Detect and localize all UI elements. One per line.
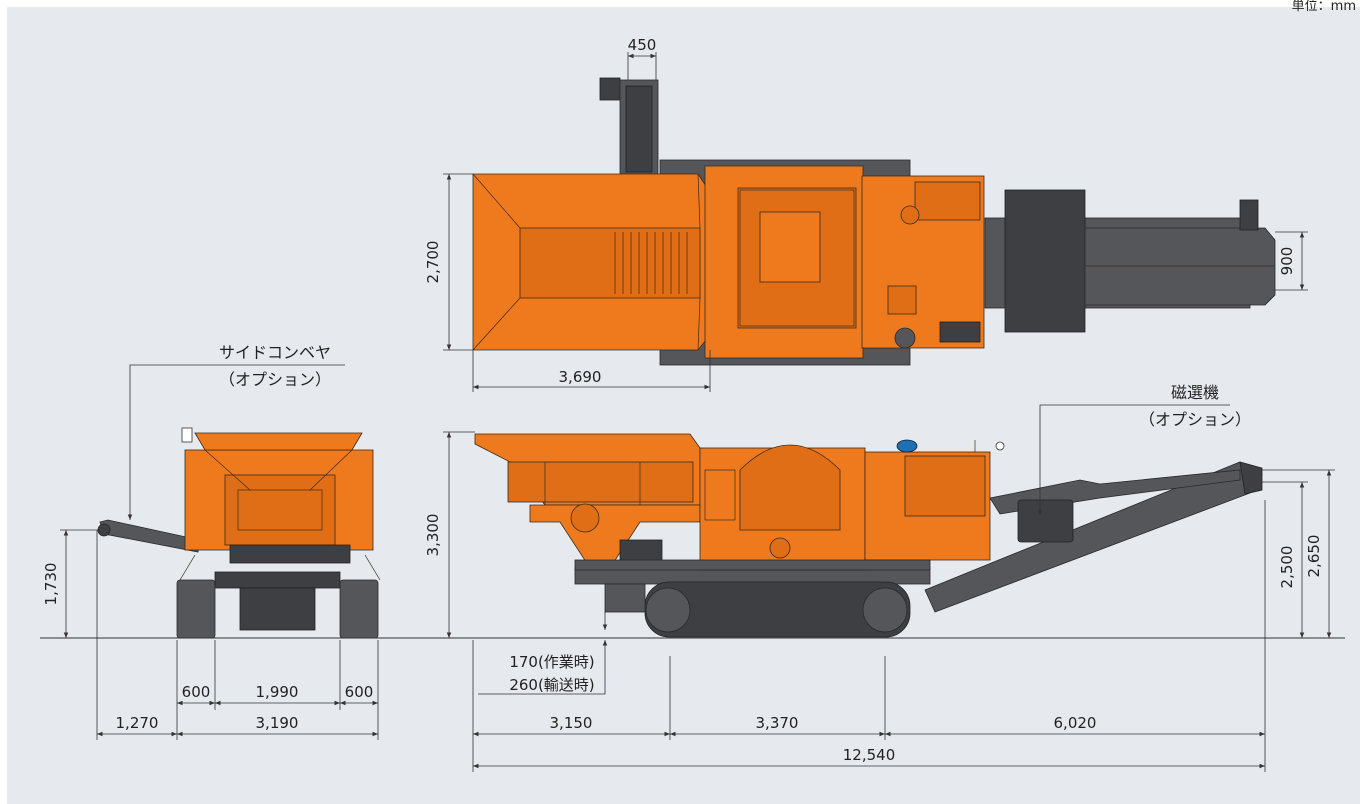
dim-6020: 6,020 bbox=[1054, 714, 1097, 732]
drawing-panel: 単位：mm bbox=[7, 0, 1360, 804]
dim-3300: 3,300 bbox=[424, 514, 442, 557]
side-conveyor-label-1: サイドコンベヤ bbox=[219, 343, 331, 362]
dim-1270: 1,270 bbox=[116, 714, 159, 732]
top-view-machine bbox=[472, 77, 1276, 366]
dim-170: 170(作業時) bbox=[509, 653, 594, 671]
dim-450: 450 bbox=[628, 36, 657, 54]
side-conveyor-callout: サイドコンベヤ （オプション） bbox=[127, 343, 345, 520]
magnet-label-2: （オプション） bbox=[1139, 410, 1251, 429]
magnet-label-1: 磁選機 bbox=[1171, 383, 1219, 402]
dim-260: 260(輸送時) bbox=[509, 676, 594, 694]
dim-600-left: 600 bbox=[182, 683, 211, 701]
dim-3690: 3,690 bbox=[559, 368, 602, 386]
unit-label: 単位：mm bbox=[1291, 0, 1356, 14]
dim-3370: 3,370 bbox=[756, 714, 799, 732]
top-view-dimensions: 450 2,700 900 3,690 bbox=[424, 36, 1308, 392]
dim-1990: 1,990 bbox=[256, 683, 299, 701]
dim-900: 900 bbox=[1278, 247, 1296, 276]
dim-2700: 2,700 bbox=[424, 241, 442, 284]
front-view-dimensions: 1,730 600 1,990 600 1,270 3,190 bbox=[42, 529, 379, 740]
front-view-machine bbox=[97, 427, 381, 639]
magnet-callout: 磁選機 （オプション） bbox=[1037, 383, 1251, 515]
side-view-dimensions: 3,300 170(作業時) 260(輸送時) 3,150 3,370 6,02… bbox=[424, 431, 1335, 772]
dim-2650: 2,650 bbox=[1305, 535, 1323, 578]
side-conveyor-label-2: （オプション） bbox=[219, 370, 331, 389]
dim-3150: 3,150 bbox=[550, 714, 593, 732]
dim-600-right: 600 bbox=[345, 683, 374, 701]
hopper-grizzly-bars bbox=[614, 232, 688, 294]
dim-2500: 2,500 bbox=[1278, 546, 1296, 589]
dim-1730: 1,730 bbox=[42, 563, 60, 606]
dim-3190: 3,190 bbox=[256, 714, 299, 732]
dim-12540: 12,540 bbox=[843, 746, 896, 764]
side-view-machine bbox=[474, 433, 1263, 638]
